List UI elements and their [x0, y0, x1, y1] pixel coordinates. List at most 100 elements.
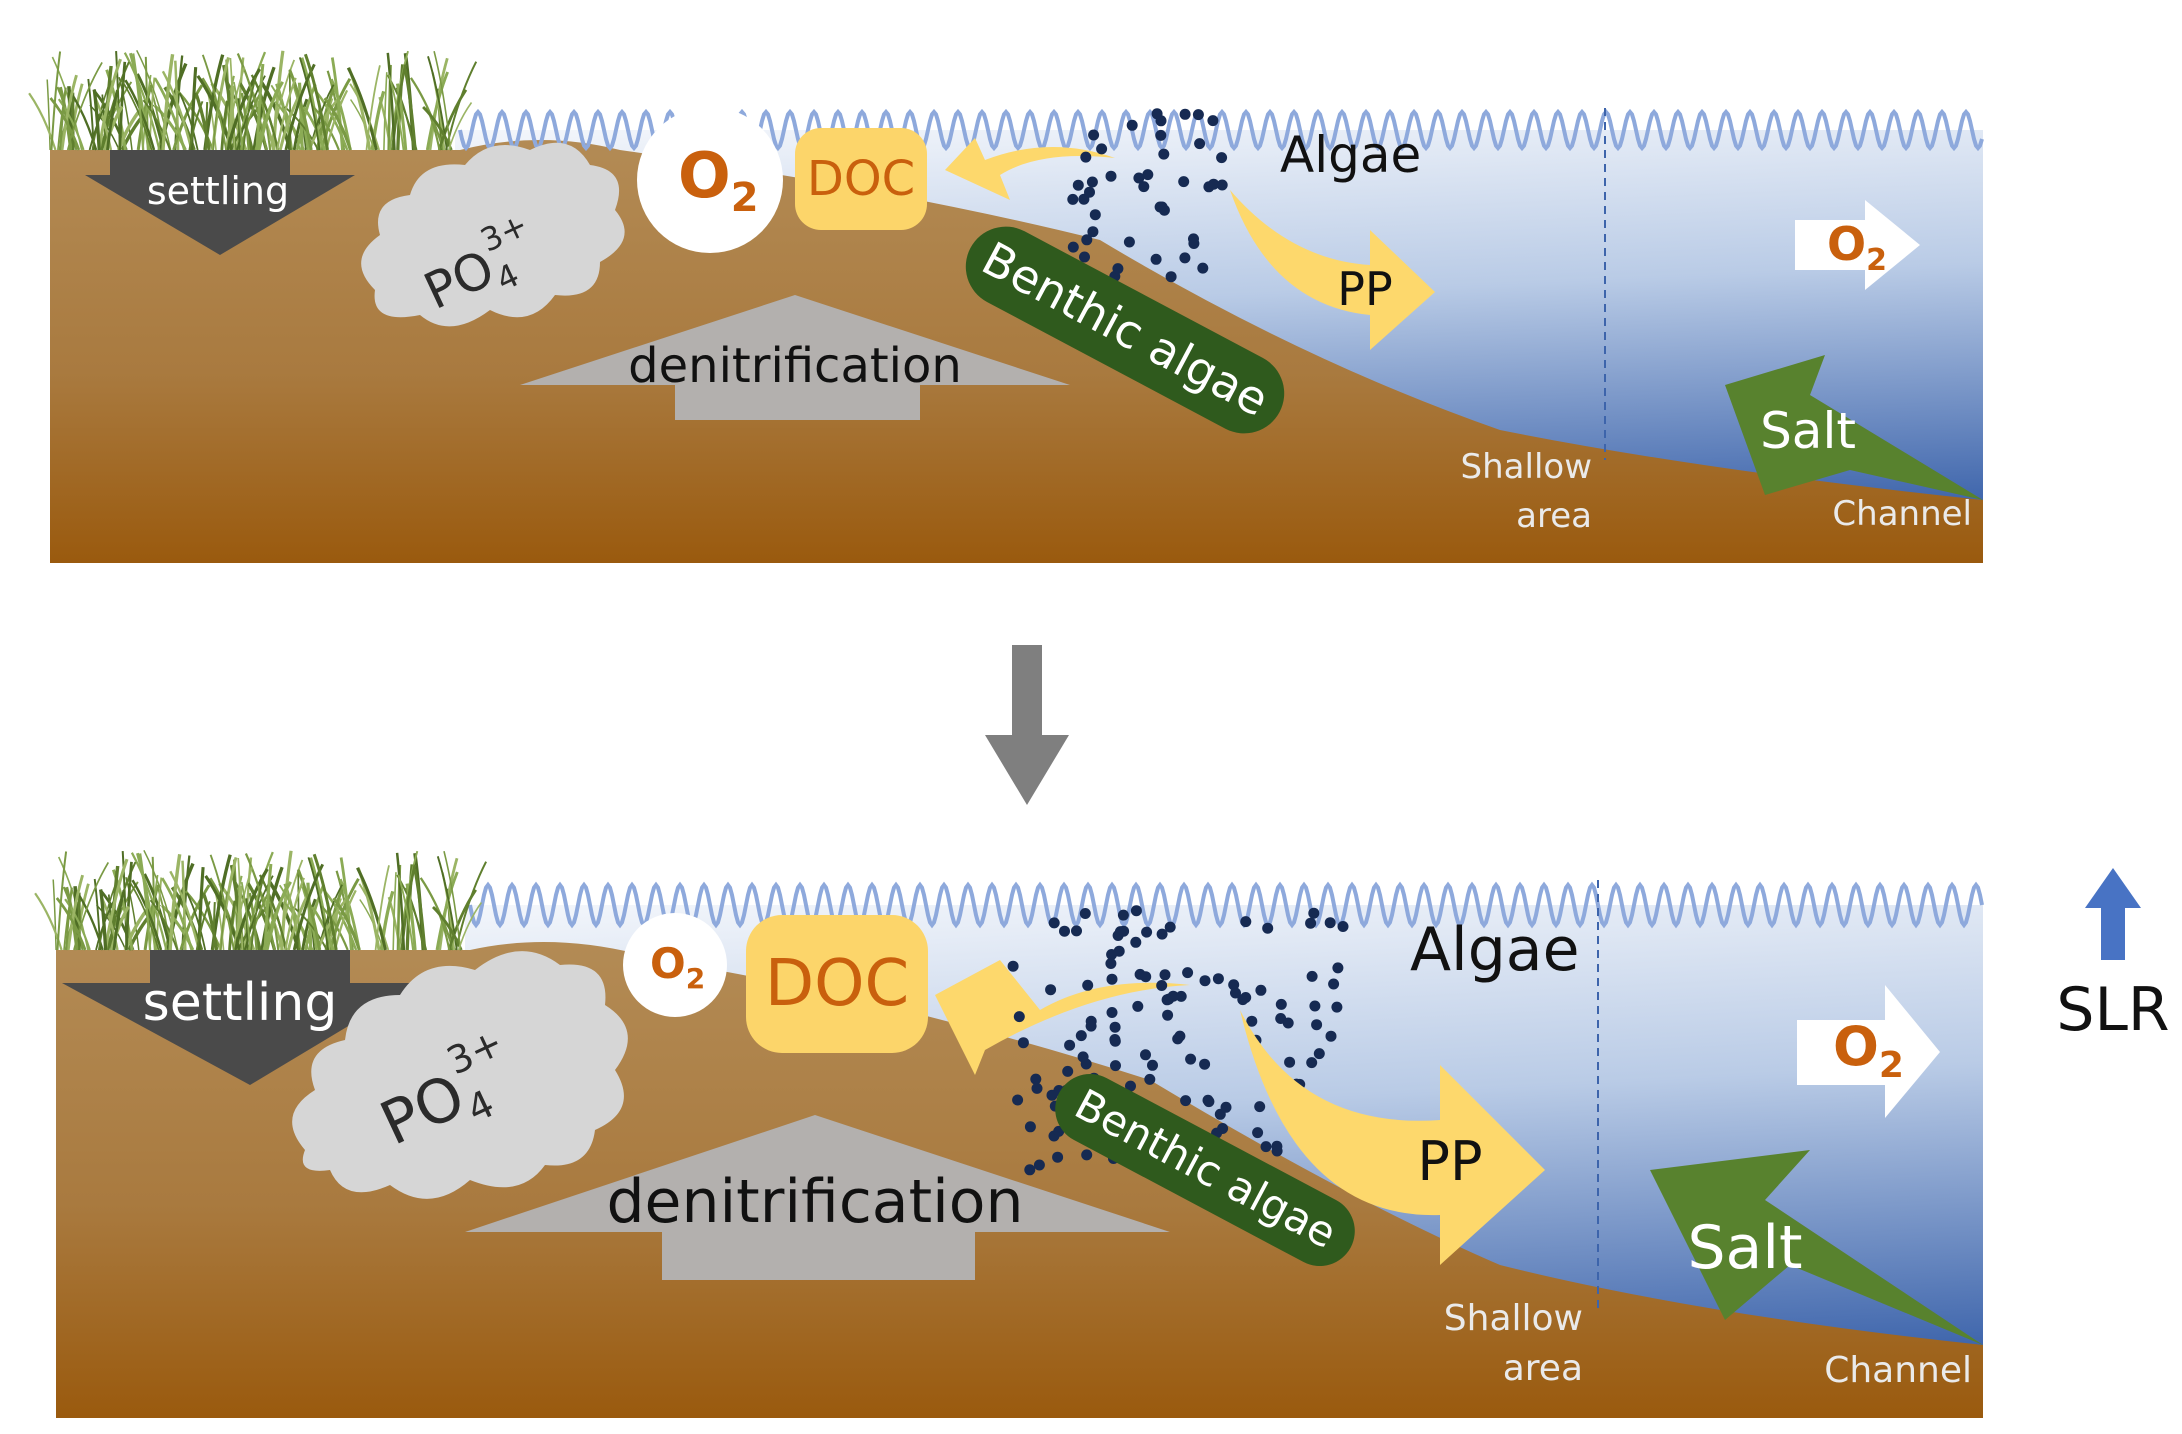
- grass-blade: [323, 97, 352, 151]
- oxygen-label: O: [678, 139, 731, 212]
- algae-dot: [1308, 907, 1320, 919]
- algae-dot: [1133, 172, 1145, 184]
- algae-dot: [1105, 958, 1117, 969]
- algae-dot: [1048, 917, 1060, 929]
- down-arrow-icon: [985, 645, 1069, 805]
- grass-blade: [296, 869, 322, 951]
- algae-dot: [1332, 962, 1344, 974]
- algae-dot: [1085, 1020, 1097, 1032]
- shallow-area-label-2: area: [1516, 496, 1592, 536]
- svg-text:O2: O2: [678, 139, 759, 221]
- oxygen-export-label: O: [1827, 217, 1866, 271]
- grass-blade: [433, 51, 452, 151]
- grass-blade: [129, 52, 151, 151]
- algae-dot: [1207, 115, 1219, 127]
- grass-blade: [55, 897, 87, 951]
- grass-blade: [303, 53, 329, 151]
- algae-dot: [1024, 1121, 1036, 1133]
- algae-dot: [1328, 978, 1340, 990]
- algae-dot: [1185, 1053, 1197, 1065]
- grass-blade: [298, 57, 321, 151]
- grass-blade: [312, 105, 340, 151]
- algae-dot: [1162, 1009, 1174, 1021]
- grass-blade: [388, 50, 409, 151]
- grass-blade: [99, 889, 108, 951]
- algae-dot: [1164, 921, 1176, 933]
- shallow-area-label: Shallow: [1461, 447, 1592, 487]
- algae-dot: [1081, 1149, 1093, 1161]
- settling-label: settling: [147, 169, 289, 213]
- algae-dot: [1240, 916, 1252, 928]
- svg-text:O2: O2: [650, 939, 705, 995]
- grass-blade: [194, 92, 211, 151]
- grass-blade: [347, 67, 372, 151]
- algae-dot: [1141, 926, 1153, 938]
- pp-label: PP: [1337, 262, 1392, 316]
- algae-dot: [1109, 1034, 1121, 1045]
- grass-blade: [64, 898, 91, 951]
- algae-dot: [1079, 251, 1090, 263]
- algae-dot: [1212, 973, 1224, 985]
- algae-dot: [1089, 209, 1101, 221]
- algae-dot: [1081, 234, 1093, 246]
- grass-blade: [169, 870, 201, 951]
- grass-blade: [306, 882, 313, 951]
- grass-blade: [288, 69, 292, 151]
- algae-dot: [1324, 917, 1336, 929]
- grass-blade: [125, 861, 133, 951]
- algae-dot: [1096, 143, 1108, 155]
- algae-dot: [1158, 148, 1170, 160]
- grass-blade: [332, 897, 361, 951]
- algae-dot: [1088, 129, 1100, 141]
- grass-blade: [379, 890, 395, 951]
- shallow-area-label: Shallow: [1444, 1298, 1583, 1339]
- algae-dot: [1113, 945, 1125, 957]
- grass-blade: [270, 84, 302, 151]
- grass-blade: [257, 83, 282, 151]
- grass-blade: [109, 905, 130, 951]
- algae-dot: [1156, 201, 1168, 213]
- oxygen-bubble: O2: [623, 913, 727, 1017]
- algae-dot: [1117, 909, 1129, 921]
- grass-blade: [278, 884, 310, 951]
- algae-label: Algae: [1280, 126, 1421, 184]
- grass-blade: [112, 889, 126, 951]
- grass-blade: [172, 84, 204, 151]
- algae-dot: [1254, 1101, 1266, 1113]
- grass-blade: [212, 91, 221, 151]
- algae-dot: [1246, 1015, 1258, 1027]
- grass-blade: [138, 853, 152, 951]
- grass-blade: [307, 857, 330, 951]
- grass-blade: [49, 97, 81, 151]
- grass-blade: [195, 900, 211, 951]
- grass-blade: [201, 54, 228, 151]
- grass-blade: [103, 858, 129, 951]
- algae-dot: [1077, 1051, 1089, 1063]
- settling-arrow: settling: [62, 950, 420, 1085]
- algae-dot: [1182, 967, 1194, 979]
- grass-blade: [443, 851, 462, 951]
- algae-dot: [1112, 263, 1124, 275]
- grass-blade: [265, 883, 290, 951]
- grass-blade: [365, 65, 381, 151]
- algae-dot: [1311, 1019, 1323, 1031]
- grass-blade: [215, 894, 225, 951]
- grass-blade: [228, 900, 237, 951]
- algae-dot: [1140, 971, 1152, 983]
- grass-blade: [356, 867, 387, 951]
- algae-dot: [1194, 138, 1206, 150]
- grass-blade: [149, 899, 179, 951]
- grass-blade: [425, 71, 449, 151]
- grass-blade: [229, 57, 236, 151]
- grass-blade: [232, 867, 253, 951]
- grass-blade: [161, 70, 193, 151]
- algae-dot: [1007, 960, 1019, 972]
- algae-dot: [1031, 1082, 1043, 1094]
- grass-blade: [292, 906, 328, 951]
- grass-blade: [212, 902, 216, 951]
- denitrification-arrow: denitrification: [465, 1115, 1170, 1280]
- grass-blade: [127, 879, 160, 951]
- salt-intrusion-arrow: Salt: [1725, 355, 1983, 500]
- algae-dot: [1255, 984, 1267, 996]
- oxygen-export-arrow: O2: [1795, 200, 1920, 290]
